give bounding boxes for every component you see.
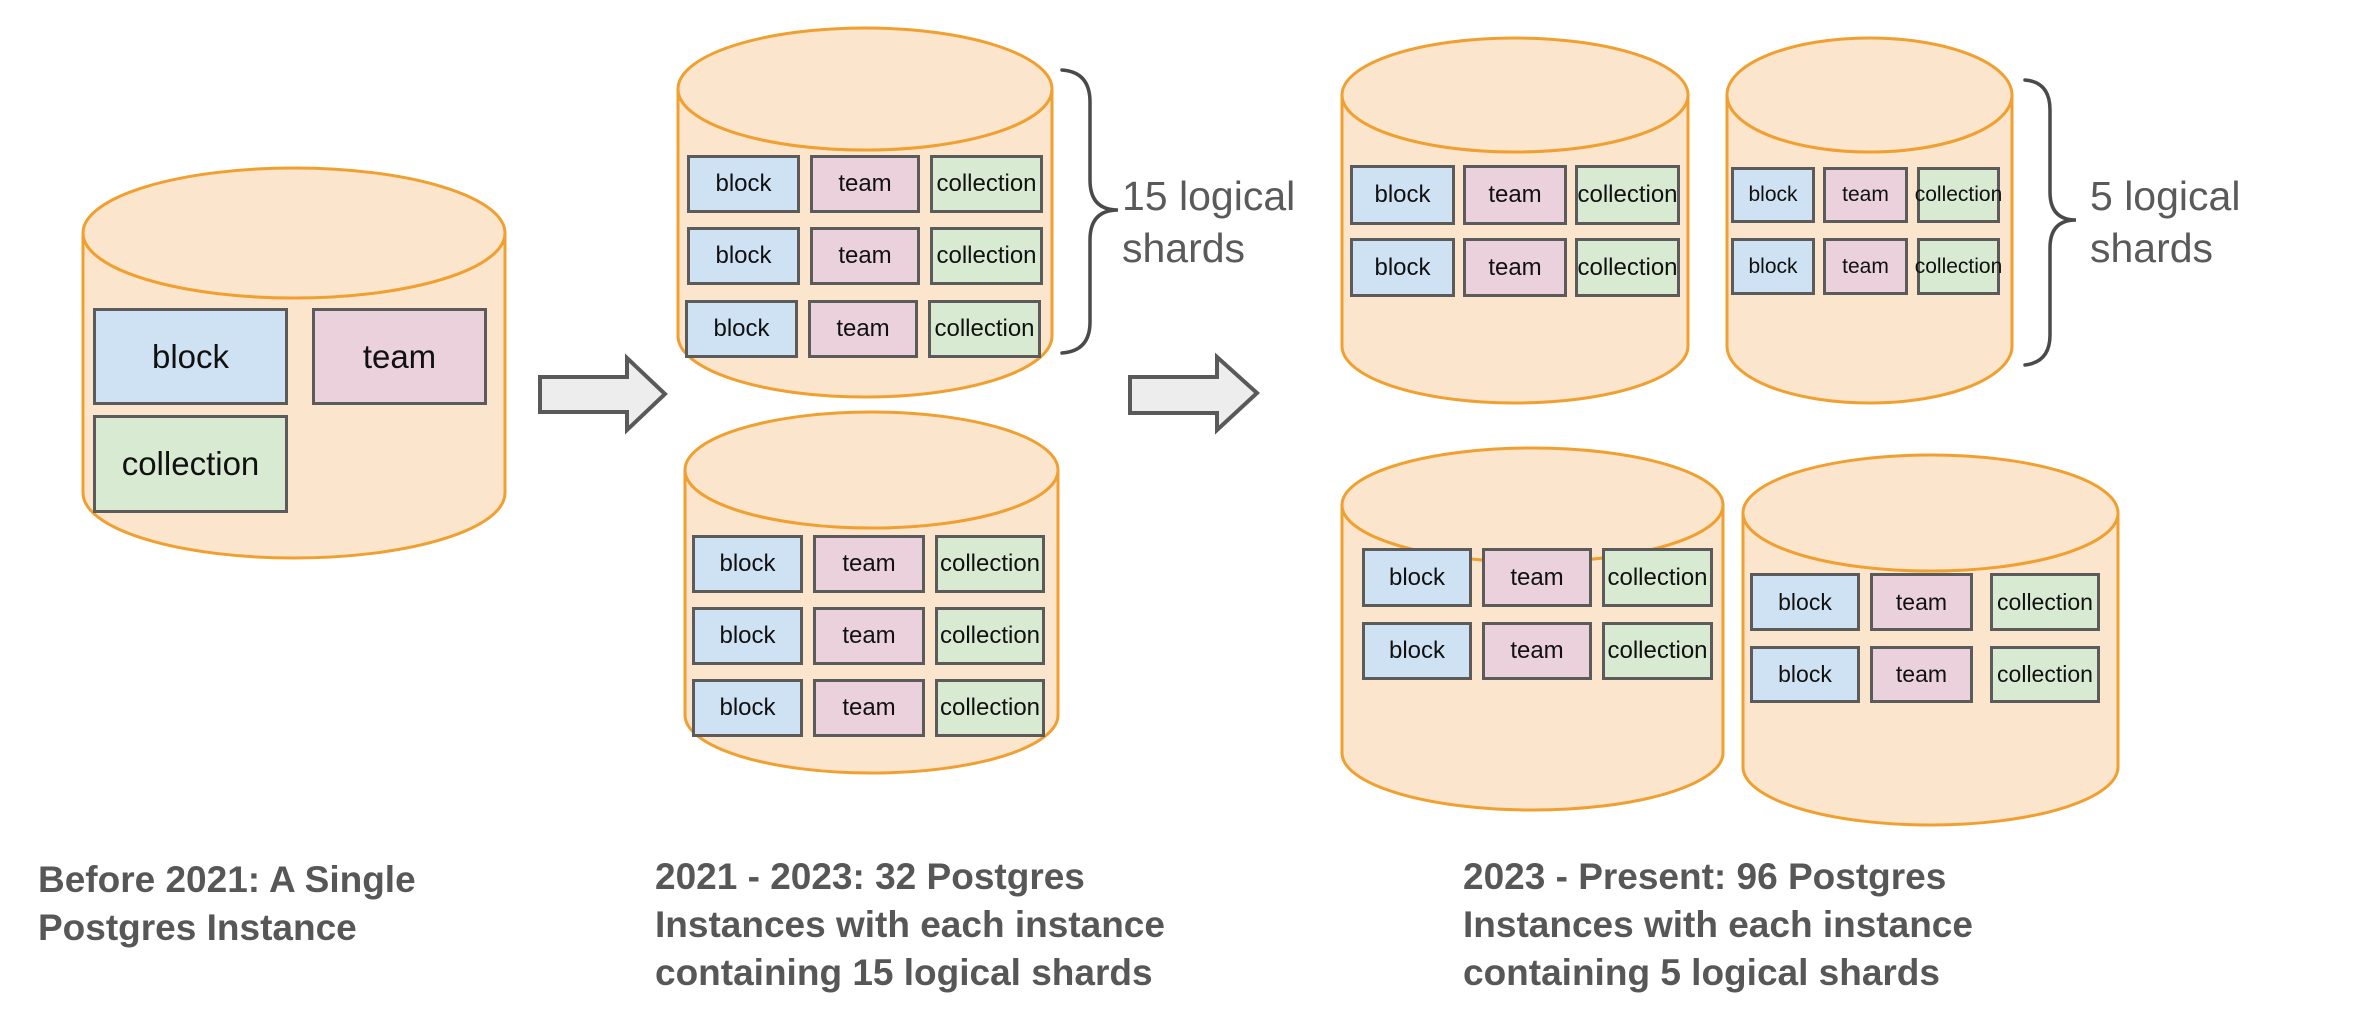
- table-box-team: team: [808, 300, 918, 358]
- table-box-team: team: [1463, 165, 1567, 225]
- table-box-collection: collection: [1602, 548, 1713, 607]
- caption-line: Instances with each instance: [655, 904, 1165, 945]
- caption-line: 2021 - 2023: 32 Postgres: [655, 856, 1085, 897]
- curly-brace-15-shards: [1060, 68, 1119, 355]
- caption-line: containing 5 logical shards: [1463, 952, 1940, 993]
- table-box-collection: collection: [930, 227, 1043, 285]
- table-box-block: block: [1350, 165, 1455, 225]
- table-box-block: block: [692, 535, 803, 593]
- table-box-collection: collection: [1575, 238, 1680, 297]
- caption-line: Instances with each instance: [1463, 904, 1973, 945]
- table-box-collection: collection: [1990, 573, 2100, 631]
- table-box-collection: collection: [935, 535, 1045, 593]
- caption-before-2021: Before 2021: A Single Postgres Instance: [38, 856, 416, 952]
- annotation-line: shards: [2090, 225, 2214, 271]
- caption-2021-2023: 2021 - 2023: 32 Postgres Instances with …: [655, 853, 1165, 997]
- table-box-collection: collection: [93, 415, 288, 513]
- table-box-collection: collection: [1602, 622, 1713, 680]
- table-box-block: block: [1362, 622, 1472, 680]
- table-box-team: team: [312, 308, 487, 405]
- database-cylinder-96-bottom-right: [1741, 453, 2120, 827]
- annotation-line: 15 logical: [1122, 173, 1296, 219]
- table-box-collection: collection: [1575, 165, 1680, 225]
- caption-2023-present: 2023 - Present: 96 Postgres Instances wi…: [1463, 853, 1973, 997]
- table-box-block: block: [687, 155, 800, 213]
- table-box-team: team: [813, 607, 925, 665]
- caption-line: Before 2021: A Single: [38, 859, 416, 900]
- right-arrow-icon: [1128, 352, 1260, 435]
- curly-brace-5-shards: [2023, 78, 2077, 367]
- table-box-block: block: [1350, 238, 1455, 297]
- table-box-block: block: [1362, 548, 1472, 607]
- annotation-line: shards: [1122, 225, 1246, 271]
- table-box-block: block: [692, 607, 803, 665]
- caption-line: 2023 - Present: 96 Postgres: [1463, 856, 1947, 897]
- table-box-block: block: [687, 227, 800, 285]
- table-box-team: team: [813, 679, 925, 737]
- caption-line: containing 15 logical shards: [655, 952, 1153, 993]
- label-15-logical-shards: 15 logical shards: [1122, 170, 1295, 274]
- table-box-team: team: [1482, 548, 1592, 607]
- table-box-team: team: [1870, 646, 1973, 703]
- table-box-collection: collection: [1990, 646, 2100, 703]
- table-box-block: block: [1750, 646, 1860, 703]
- caption-line: Postgres Instance: [38, 907, 357, 948]
- table-box-team: team: [1823, 167, 1908, 223]
- right-arrow-icon: [538, 353, 668, 435]
- table-box-collection: collection: [1915, 238, 2002, 295]
- table-box-collection: collection: [1915, 167, 2002, 223]
- table-box-team: team: [810, 227, 920, 285]
- table-box-team: team: [813, 535, 925, 593]
- annotation-line: 5 logical: [2090, 173, 2241, 219]
- table-box-block: block: [1731, 167, 1815, 223]
- table-box-team: team: [1482, 622, 1592, 680]
- table-box-collection: collection: [930, 155, 1043, 213]
- table-box-collection: collection: [928, 300, 1041, 358]
- table-box-block: block: [1750, 573, 1860, 631]
- table-box-block: block: [93, 308, 288, 405]
- table-box-block: block: [692, 679, 803, 737]
- table-box-team: team: [1463, 238, 1567, 297]
- table-box-collection: collection: [935, 679, 1045, 737]
- table-box-block: block: [685, 300, 798, 358]
- label-5-logical-shards: 5 logical shards: [2090, 170, 2240, 274]
- table-box-team: team: [810, 155, 920, 213]
- table-box-collection: collection: [935, 607, 1045, 665]
- table-box-team: team: [1870, 573, 1973, 631]
- table-box-team: team: [1823, 238, 1908, 295]
- table-box-block: block: [1731, 238, 1815, 295]
